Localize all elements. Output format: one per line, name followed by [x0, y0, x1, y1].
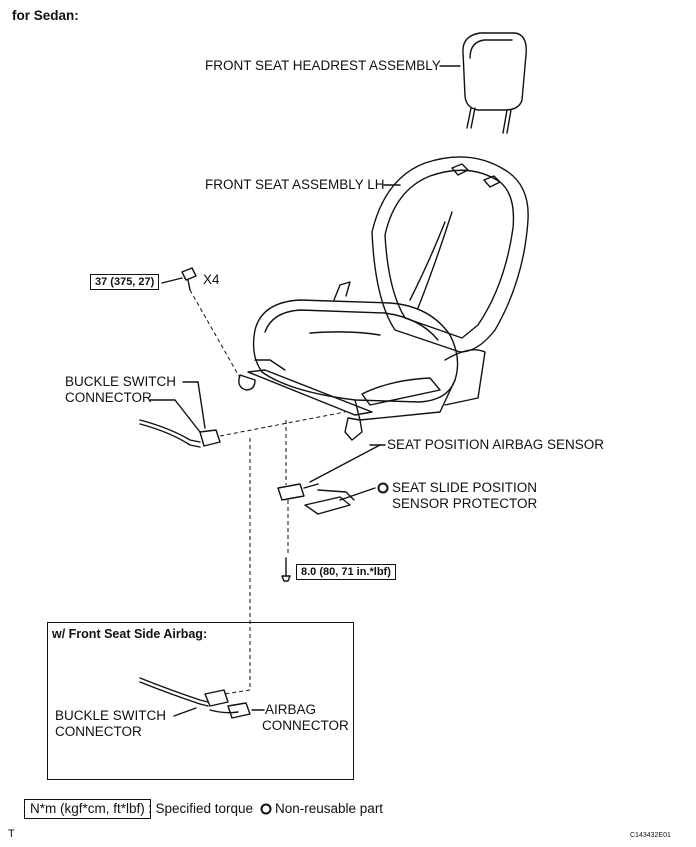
screw-drawing [281, 557, 291, 582]
seat-label: FRONT SEAT ASSEMBLY LH [205, 177, 385, 192]
protector-label-line1: SEAT SLIDE POSITION [392, 480, 538, 495]
legend-unit-box: N*m (kgf*cm, ft*lbf) [24, 799, 151, 819]
side-airbag-inset [47, 622, 354, 780]
legend-nonreusable-text: Non-reusable part [275, 801, 384, 816]
inset-buckle-label-line1: BUCKLE SWITCH [55, 708, 167, 723]
inset-buckle-label-line2: CONNECTOR [55, 724, 142, 739]
torque-seat-bolt: 37 (375, 27) [90, 274, 160, 290]
nonreusable-marker-icon [377, 482, 389, 494]
inset-harness-drawing [139, 677, 265, 719]
bolt-qty-label: X4 [203, 272, 220, 287]
torque-screw: 8.0 (80, 71 in.*lbf) [296, 564, 396, 580]
seat-rail-drawing [238, 359, 373, 441]
buckle-harness-drawing [139, 399, 221, 448]
inset-airbag-label-line2: CONNECTOR [262, 718, 349, 733]
footer-left: T [8, 828, 15, 840]
seat-cushion-drawing [252, 281, 486, 421]
sensor-label: SEAT POSITION AIRBAG SENSOR [387, 437, 605, 452]
inset-airbag-label-line1: AIRBAG [265, 702, 317, 717]
headrest-drawing [439, 32, 527, 134]
bolt-drawing [181, 267, 197, 291]
seat-back-drawing [371, 156, 529, 353]
buckle-label-line2: CONNECTOR [65, 390, 152, 405]
protector-drawing [304, 489, 355, 515]
sensor-drawing [277, 444, 381, 501]
legend-torque-text: : Specified torque [148, 801, 254, 816]
inset-title: w/ Front Seat Side Airbag: [52, 627, 208, 641]
figure-code: C143432E01 [630, 832, 671, 839]
protector-label-line2: SENSOR PROTECTOR [392, 496, 538, 511]
buckle-label-line1: BUCKLE SWITCH [65, 374, 177, 389]
headrest-label: FRONT SEAT HEADREST ASSEMBLY [205, 58, 441, 73]
legend-nonreusable-icon [260, 803, 272, 815]
variant-title: for Sedan: [12, 8, 79, 23]
